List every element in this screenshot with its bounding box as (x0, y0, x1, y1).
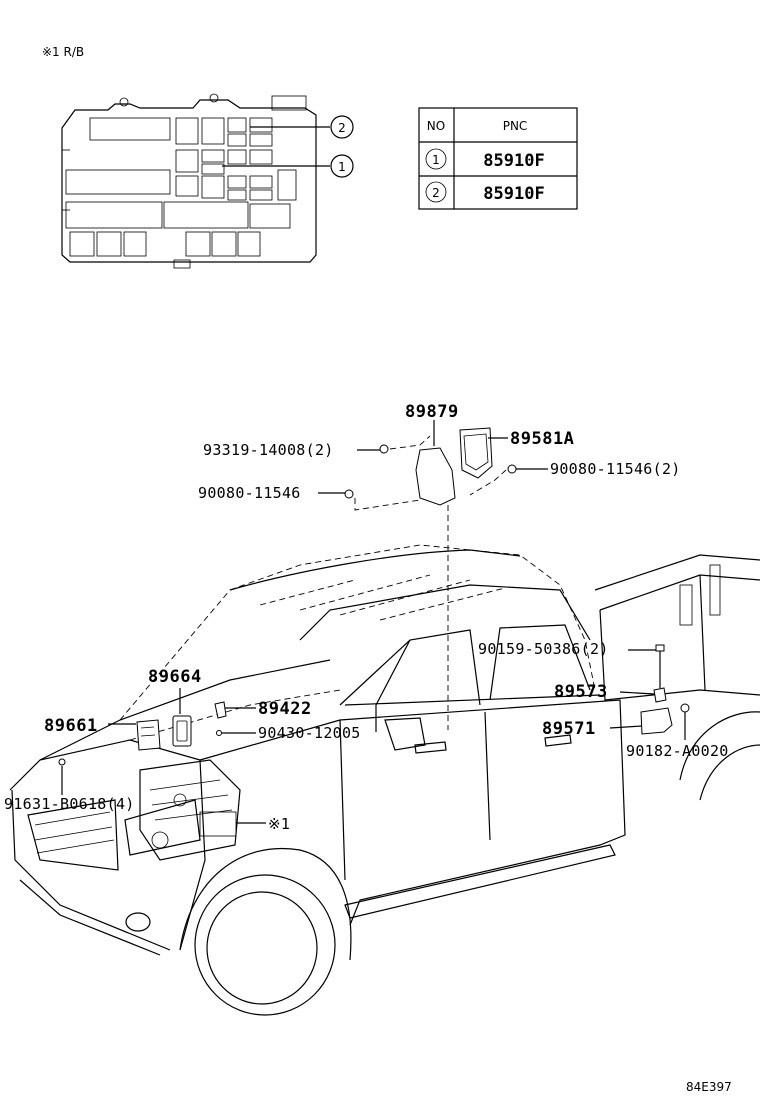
label-89422: 89422 (258, 699, 312, 719)
label-89581A: 89581A (510, 429, 574, 449)
sensor-bracket-assembly (344, 427, 517, 730)
rear-sensor-assembly (640, 644, 690, 735)
relay-box-note: ※1 R/B (42, 45, 84, 59)
diagram-code: 84E397 (686, 1080, 732, 1094)
leader-89573 (619, 691, 655, 695)
label-89879: 89879 (405, 402, 459, 422)
relay-box-drawing (61, 93, 330, 269)
label-ref1: ※1 (268, 815, 290, 833)
label-89661: 89661 (44, 716, 98, 736)
pnc-table-header-pnc: PNC (503, 119, 528, 133)
label-90080-11546: 90080-11546 (198, 484, 301, 502)
label-89571: 89571 (542, 719, 596, 739)
pnc-row-2-no: 2 (432, 186, 440, 200)
front-sensor-assembly (58, 701, 227, 766)
pickup-truck-drawing (9, 544, 760, 1016)
label-89664: 89664 (148, 667, 202, 687)
label-90080-11546-2: 90080-11546(2) (550, 460, 681, 478)
leader-90430-to-body (375, 639, 411, 732)
pnc-table-header-no: NO (427, 119, 445, 133)
pnc-row-1-no: 1 (432, 153, 440, 167)
callout-circle-1 (330, 154, 354, 178)
pnc-row-2-value: 85910F (483, 184, 544, 204)
label-90430-12005: 90430-12005 (258, 724, 361, 742)
leader-89571 (609, 725, 643, 729)
label-93319-14008: 93319-14008(2) (203, 441, 334, 459)
pnc-row-1-circle (425, 148, 447, 170)
pnc-table (418, 107, 578, 210)
label-90159-50386: 90159-50386(2) (478, 640, 609, 658)
label-90182-A0020: 90182-A0020 (626, 742, 729, 760)
pnc-row-2-circle (425, 181, 447, 203)
callout-circle-2 (330, 115, 354, 139)
callout-1-label: 1 (338, 160, 346, 174)
label-91631-B0618: 91631-B0618(4) (4, 795, 135, 813)
callout-2-label: 2 (338, 121, 346, 135)
pnc-row-1-value: 85910F (483, 151, 544, 171)
label-89573: 89573 (554, 682, 608, 702)
